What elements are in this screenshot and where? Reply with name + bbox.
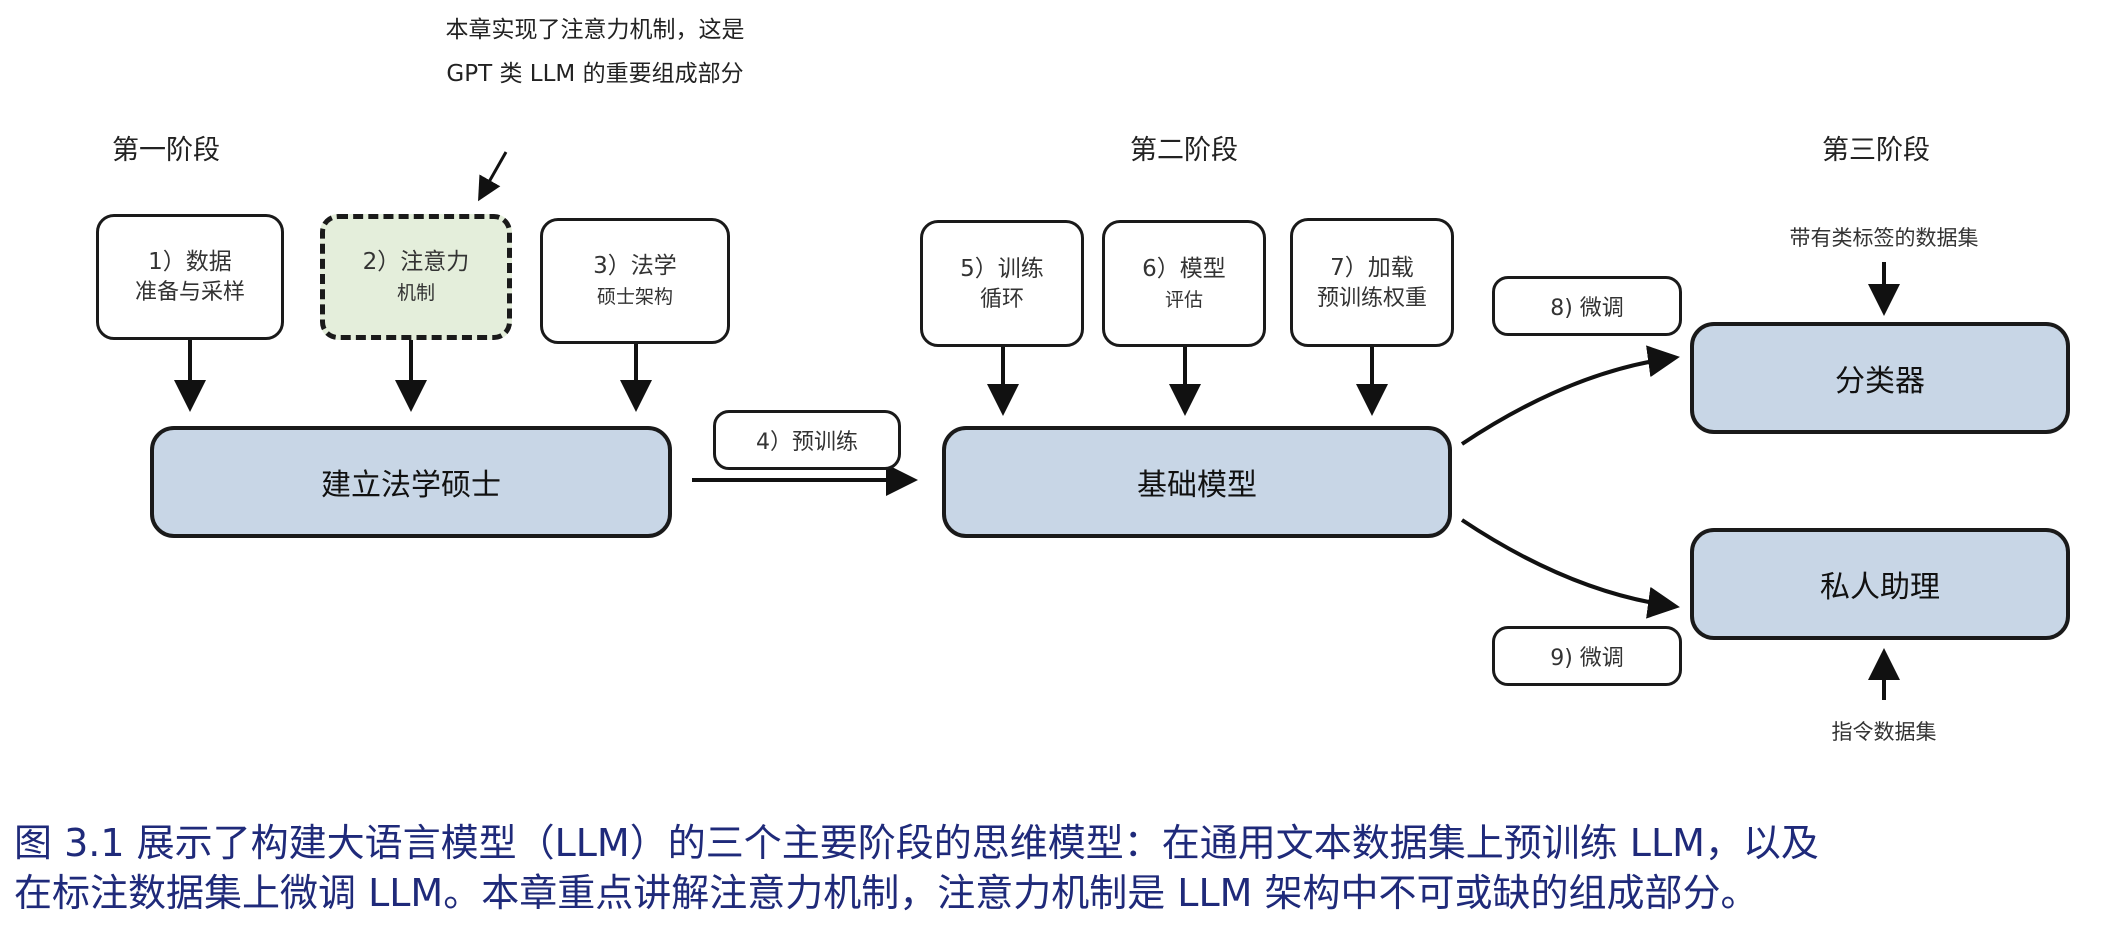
build-llm-block: 建立法学硕士 [150, 426, 672, 538]
attention-note: 本章实现了注意力机制，这是 GPT 类 LLM 的重要组成部分 [380, 8, 810, 96]
figure-caption: 图 3.1 展示了构建大语言模型（LLM）的三个主要阶段的思维模型：在通用文本数… [14, 818, 2099, 918]
step6-line2: 评估 [1164, 288, 1203, 311]
foundation-model-block: 基础模型 [942, 426, 1452, 538]
caption-line-1: 图 3.1 展示了构建大语言模型（LLM）的三个主要阶段的思维模型：在通用文本数… [14, 821, 1819, 865]
arrow-foundation-to-classifier [1460, 345, 1680, 446]
note-line-2: GPT 类 LLM 的重要组成部分 [446, 61, 744, 87]
stage-one-label: 第一阶段 [112, 135, 220, 166]
stage-three-label: 第三阶段 [1822, 135, 1930, 166]
step2-line1: 2）注意力 [362, 249, 470, 275]
step2-line2: 机制 [396, 282, 435, 304]
llm-stages-diagram: 本章实现了注意力机制，这是 GPT 类 LLM 的重要组成部分 第一阶段 第二阶… [96, 8, 2070, 744]
arrow-note-to-step2 [478, 151, 508, 202]
instruction-dataset-label: 指令数据集 [1831, 720, 1937, 744]
stage-two-label: 第二阶段 [1130, 135, 1238, 166]
step-attention-mechanism: 2）注意力 机制 [320, 214, 512, 340]
step3-line2: 硕士架构 [596, 286, 673, 308]
step-llm-architecture: 3）法学 硕士架构 [540, 218, 730, 344]
step-data-preparation: 1）数据 准备与采样 [96, 214, 284, 340]
caption-line-2: 在标注数据集上微调 LLM。本章重点讲解注意力机制，注意力机制是 LLM 架构中… [14, 871, 1759, 915]
step6-line1: 6）模型 [1142, 255, 1226, 282]
step-load-pretrained-weights: 7）加载 预训练权重 [1290, 218, 1454, 347]
personal-assistant-block: 私人助理 [1690, 528, 2070, 640]
step7-line1: 7）加载 [1330, 254, 1414, 281]
step-training-loop: 5）训练 循环 [920, 220, 1084, 347]
step7-line2: 预训练权重 [1316, 285, 1427, 311]
labeled-dataset-label: 带有类标签的数据集 [1789, 226, 1979, 250]
step-finetune-classifier: 8) 微调 [1492, 276, 1682, 336]
arrow-foundation-to-assistant [1460, 518, 1680, 619]
arrow-layer [174, 151, 1900, 700]
step-pretraining: 4）预训练 [713, 410, 901, 470]
note-line-1: 本章实现了注意力机制，这是 [445, 17, 745, 43]
classifier-block: 分类器 [1690, 322, 2070, 434]
step3-line1: 3）法学 [593, 253, 677, 279]
step1-line2: 准备与采样 [134, 280, 245, 305]
step1-line1: 1）数据 [148, 249, 232, 275]
step5-line1: 5）训练 [960, 255, 1044, 282]
step5-line2: 循环 [979, 286, 1024, 312]
step-model-evaluation: 6）模型 评估 [1102, 220, 1266, 347]
step-finetune-assistant: 9) 微调 [1492, 626, 1682, 686]
